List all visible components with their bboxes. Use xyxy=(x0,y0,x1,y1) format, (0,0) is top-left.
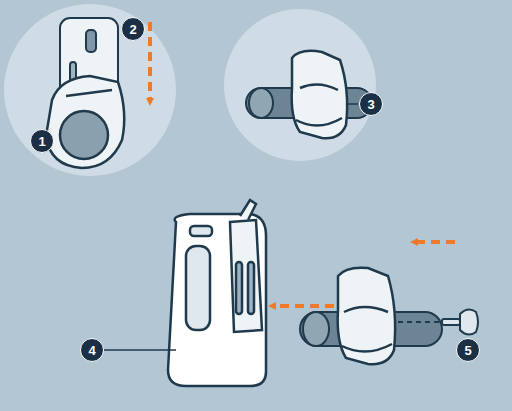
callout-number: 3 xyxy=(359,92,383,116)
detail-circle xyxy=(4,4,176,176)
callout-number: 1 xyxy=(30,129,54,153)
motion-arrow xyxy=(272,304,334,308)
screw xyxy=(442,309,478,334)
clamp xyxy=(338,268,395,365)
motion-arrow xyxy=(414,240,455,244)
device-holder xyxy=(168,200,266,386)
callout-number: 4 xyxy=(80,338,104,362)
screw-axis xyxy=(398,321,440,323)
detail-circle xyxy=(224,9,376,161)
callout-number: 2 xyxy=(121,17,145,41)
clamp-ring xyxy=(46,76,124,168)
leader-line xyxy=(346,103,358,105)
clamp xyxy=(292,51,347,138)
callout-number: 5 xyxy=(456,338,480,362)
leader-line xyxy=(104,349,176,351)
motion-arrow xyxy=(148,22,152,102)
